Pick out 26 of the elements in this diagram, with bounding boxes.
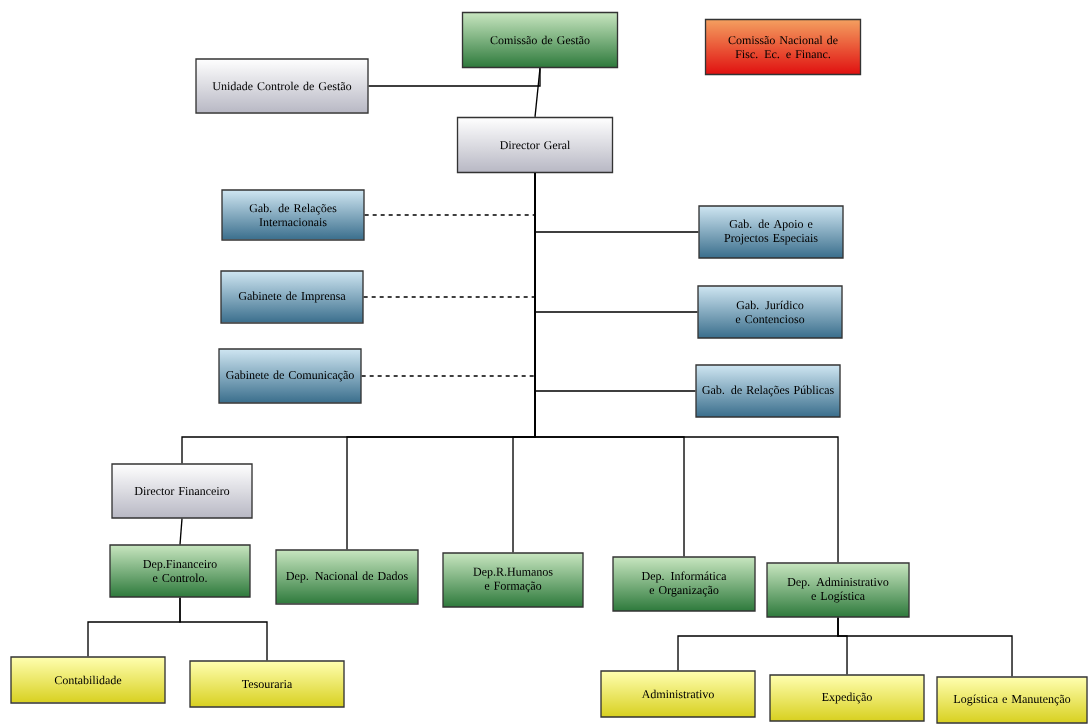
org-box: Dep. Administrativo e Logística [766, 562, 910, 618]
org-box: Dep.Financeiro e Controlo. [109, 544, 251, 598]
org-box: Tesouraria [189, 660, 345, 708]
org-box: Unidade Controle de Gestão [195, 58, 369, 114]
connector-line [368, 67, 541, 87]
org-box: Gabinete de Comunicação [218, 348, 362, 404]
org-box: Expedição [769, 674, 925, 722]
org-box: Gab. de Relações Públicas [695, 364, 841, 418]
org-box: Contabilidade [10, 656, 166, 704]
org-box: Gab. Jurídico e Contencioso [697, 285, 843, 339]
org-box: Director Geral [456, 116, 614, 174]
connector-line [534, 172, 839, 563]
org-box: Comissão Nacional de Fisc. Ec. e Financ. [704, 18, 862, 76]
connector-line [179, 518, 183, 545]
org-box: Dep. Nacional de Dados [275, 549, 419, 605]
org-box: Dep.R.Humanos e Formação [442, 552, 584, 608]
org-box: Gabinete de Imprensa [220, 270, 364, 324]
connector-line [179, 597, 268, 661]
org-box: Logística e Manutenção [936, 676, 1088, 724]
org-box: Gab. de Apoio e Projectos Especiais [698, 205, 844, 259]
org-box: Dep. Informática e Organização [612, 556, 756, 612]
org-box: Director Financeiro [111, 463, 253, 519]
connector-line [837, 617, 1013, 677]
org-box: Comissão de Gestão [461, 11, 619, 69]
org-box: Gab. de Relações Internacionais [221, 189, 365, 241]
org-box: Administrativo [600, 670, 756, 718]
